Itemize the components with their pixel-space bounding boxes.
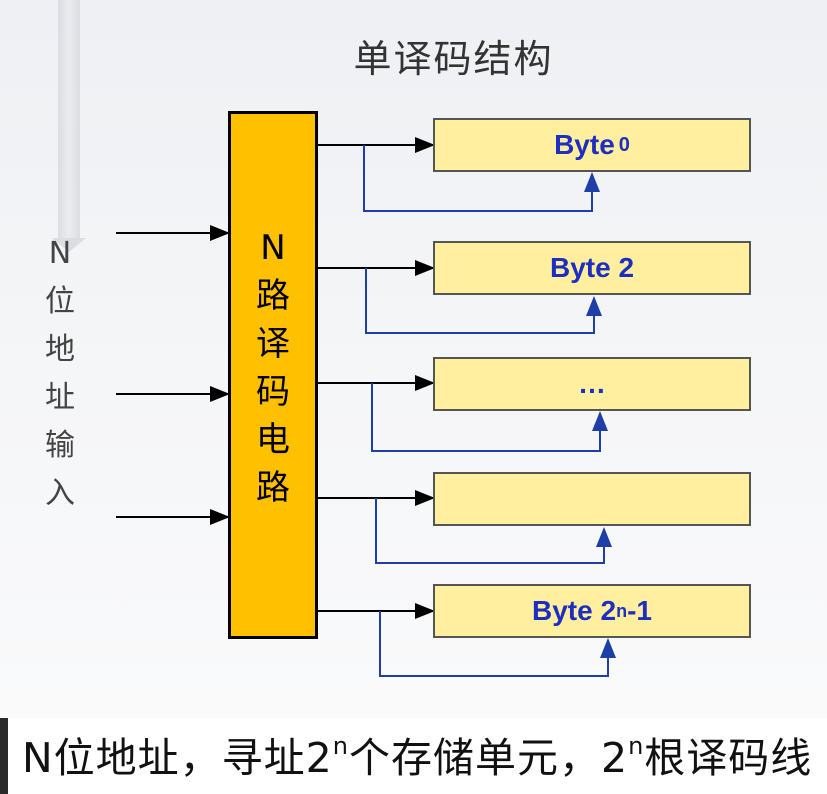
- decoder-label: N 路 译 码 电 路: [256, 228, 290, 508]
- caption-part-2: 个存储单元，2: [348, 734, 629, 782]
- diagram-title: 单译码结构: [353, 37, 554, 81]
- background-arrow: [52, 0, 86, 252]
- caption: N位地址，寻址2n个存储单元，2n根译码线: [22, 724, 812, 784]
- byte-subscript: 0: [618, 133, 630, 156]
- feedback-line-4: [375, 498, 612, 564]
- byte-cell-2: Byte 2: [433, 241, 751, 295]
- byte-label: Byte: [554, 129, 615, 160]
- address-input-label: N 位 地 址 输 入: [45, 236, 75, 511]
- caption-sup-2: n: [628, 732, 645, 760]
- byte-superscript: n: [616, 600, 628, 621]
- byte-label: …: [578, 368, 606, 399]
- feedback-lines: [363, 145, 616, 677]
- byte-tail: -1: [627, 595, 652, 626]
- feedback-line-3: [371, 383, 608, 452]
- caption-part-1: N位地址，寻址2: [22, 734, 333, 782]
- byte-cell-empty: [433, 472, 751, 526]
- caption-bar: N位地址，寻址2n个存储单元，2n根译码线: [0, 718, 827, 794]
- feedback-line-1: [363, 145, 600, 212]
- byte-label: Byte 2: [532, 595, 617, 626]
- feedback-line-2: [365, 268, 602, 334]
- caption-edge: [0, 718, 8, 794]
- decoder-block: N 路 译 码 电 路: [228, 111, 318, 639]
- byte-cell-ellipsis: …: [433, 357, 751, 411]
- caption-sup-1: n: [332, 732, 349, 760]
- feedback-line-5: [379, 611, 616, 677]
- byte-label: Byte 2: [549, 252, 635, 283]
- caption-part-3: 根译码线: [644, 734, 813, 782]
- input-arrows: [116, 225, 230, 525]
